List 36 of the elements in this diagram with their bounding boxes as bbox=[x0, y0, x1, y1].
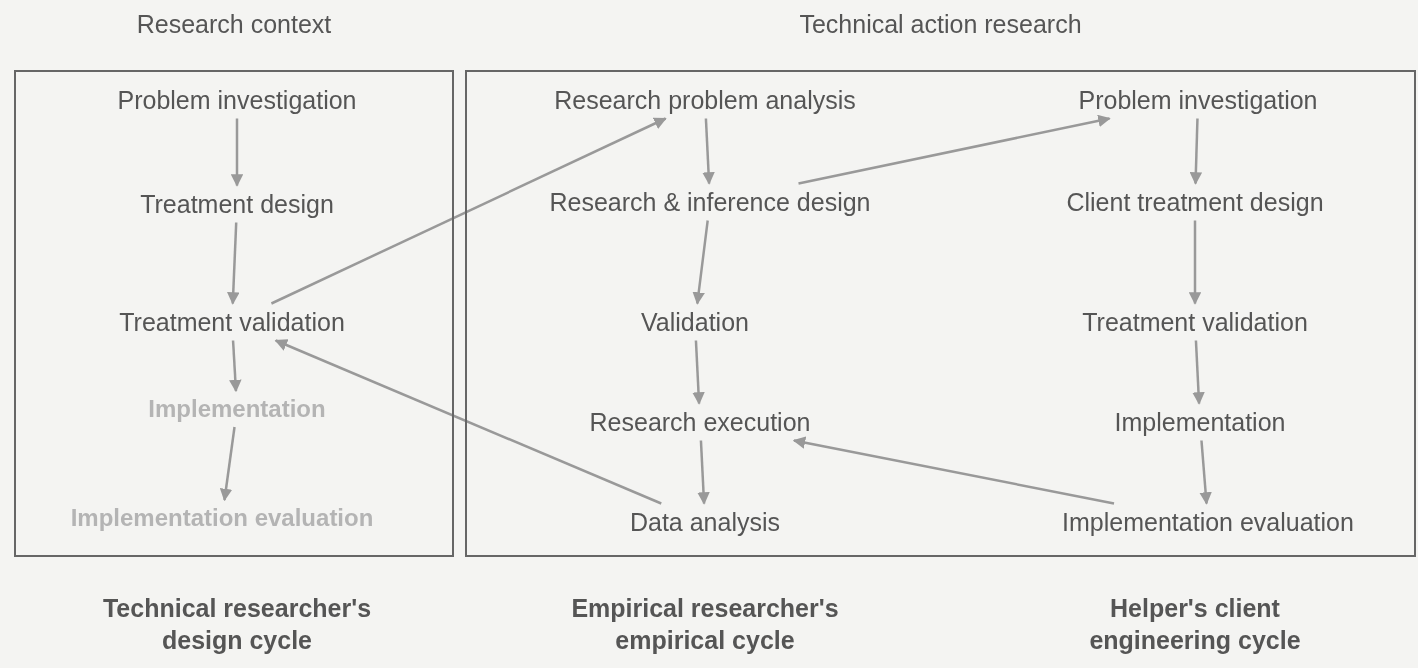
step-label: Implementation bbox=[148, 395, 326, 423]
arrow bbox=[792, 436, 1115, 505]
arrow bbox=[230, 118, 244, 187]
step-label: Problem investigation bbox=[117, 85, 357, 115]
arrow bbox=[692, 220, 709, 305]
arrow bbox=[798, 114, 1111, 185]
group-heading: Technical action research bbox=[798, 10, 1083, 39]
arrow bbox=[274, 339, 662, 505]
arrow bbox=[1192, 340, 1205, 405]
arrow bbox=[702, 118, 715, 185]
step-label: Implementation evaluation bbox=[70, 504, 374, 532]
step-label: Client treatment design bbox=[1066, 187, 1324, 217]
step-label: Problem investigation bbox=[1078, 85, 1318, 115]
arrow bbox=[1188, 220, 1202, 305]
step-label: Implementation evaluation bbox=[1062, 507, 1354, 537]
group-heading: Research context bbox=[135, 10, 333, 39]
step-label: Treatment validation bbox=[1082, 307, 1308, 337]
arrow bbox=[219, 426, 236, 502]
arrow bbox=[692, 340, 705, 405]
arrow bbox=[697, 440, 710, 505]
step-label: Research & inference design bbox=[549, 187, 871, 217]
arrow bbox=[1199, 440, 1212, 505]
step-label: Data analysis bbox=[629, 507, 781, 537]
arrow bbox=[229, 340, 242, 393]
cycle-caption: Technical researcher's design cycle bbox=[101, 593, 373, 656]
step-label: Implementation bbox=[1114, 407, 1286, 437]
step-label: Research execution bbox=[589, 407, 811, 437]
cycle-caption: Empirical researcher's empirical cycle bbox=[570, 593, 840, 656]
arrow bbox=[227, 222, 240, 305]
arrow bbox=[1189, 118, 1203, 185]
cycle-caption: Helper's client engineering cycle bbox=[1088, 593, 1302, 656]
step-label: Research problem analysis bbox=[554, 85, 856, 115]
step-label: Validation bbox=[641, 307, 749, 337]
step-label: Treatment validation bbox=[119, 307, 345, 337]
step-label: Treatment design bbox=[140, 189, 334, 219]
arrow bbox=[270, 117, 667, 305]
